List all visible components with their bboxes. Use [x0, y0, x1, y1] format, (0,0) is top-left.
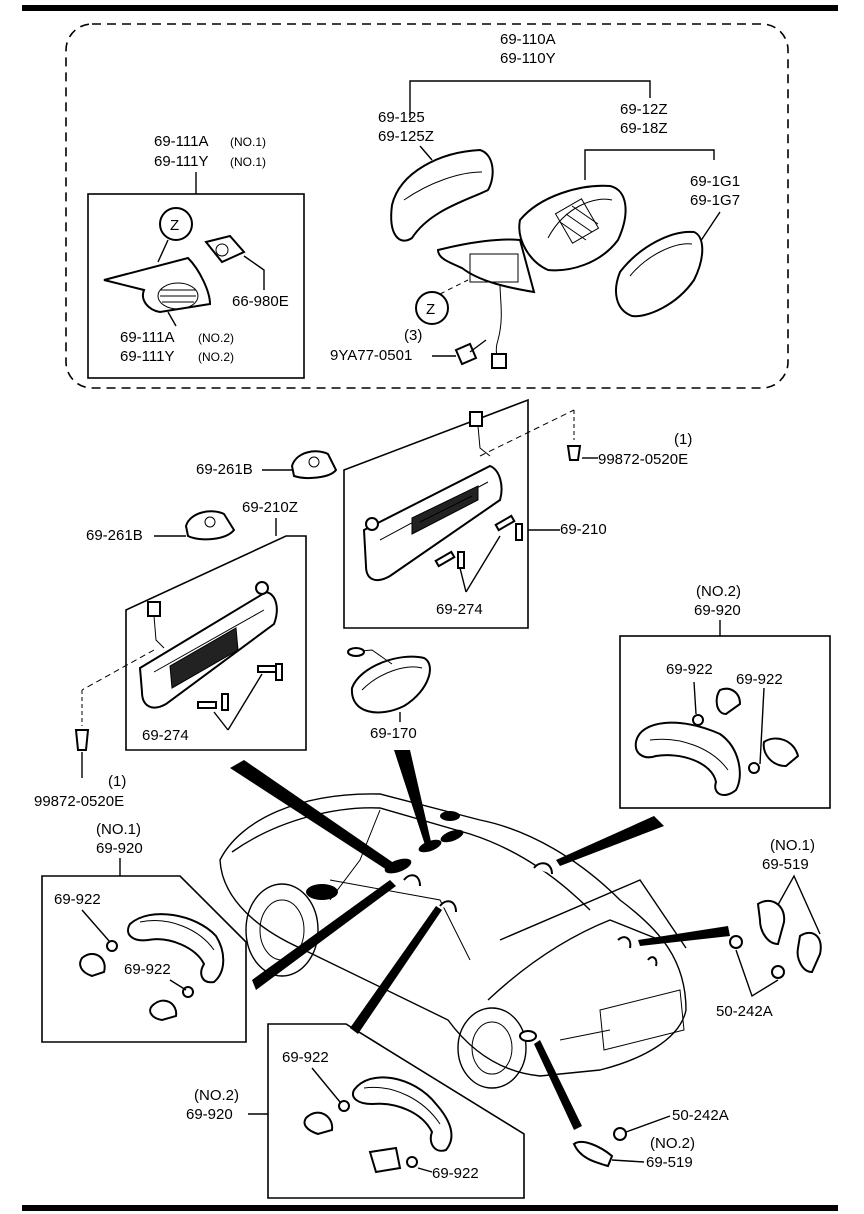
cap-b2b-part [368, 1146, 402, 1174]
screw-50-lower [771, 965, 785, 979]
label-cap-r2b: 69-922 [736, 671, 783, 688]
label-cap-l1b: 69-922 [124, 961, 171, 978]
inner-mirror-part [350, 655, 431, 714]
label-visor-screw-r: 99872-0520E [598, 451, 688, 468]
label-clip: 66-980E [232, 293, 289, 310]
detail-z-callout-left [159, 207, 193, 241]
label-grip-r2-tag: (NO.2) [696, 583, 741, 600]
hook-no2-part [572, 1140, 614, 1168]
visor-left-box [125, 535, 307, 751]
label-garnish-no2-a-tag: (NO.2) [198, 331, 234, 345]
label-bolt: 9YA77-0501 [330, 347, 412, 364]
label-hook-no1-tag: (NO.1) [770, 837, 815, 854]
label-visor-screw-l: 99872-0520E [34, 793, 124, 810]
label-garnish-no2-a: 69-111A [120, 329, 175, 346]
label-cap-r2a: 69-922 [666, 661, 713, 678]
car-wheel-front [245, 883, 319, 977]
label-cap-l1a: 69-922 [54, 891, 101, 908]
visor-screw-left [74, 729, 90, 751]
label-mirror-cover-1: 69-125 [378, 109, 425, 126]
label-cap-b2b: 69-922 [432, 1165, 479, 1182]
mirror-group-box [65, 23, 789, 389]
grip-b2-part [352, 1076, 453, 1152]
coat-hook-group: (NO.1) 69-519 50-242A 50-242A (NO.2) 69-… [572, 837, 822, 1171]
cap-l1a-part [79, 953, 106, 978]
grip-b2-box [267, 1023, 525, 1199]
label-screw-50b: 50-242A [672, 1107, 729, 1124]
cap-r2a-part [715, 687, 742, 716]
label-garnish-no1-a: 69-111A [154, 133, 209, 150]
detail-z-right-letter: Z [426, 301, 435, 318]
visor-holders: 69-261B 69-261B [86, 450, 338, 544]
inner-mirror-group: 69-170 [347, 647, 431, 742]
label-holder-upper: 69-261B [196, 461, 253, 478]
sun-visor-right-group: (1) 99872-0520E 69-274 69-210 [343, 398, 692, 629]
grip-l1-part [127, 913, 225, 984]
label-garnish-no1-a-tag: (NO.1) [230, 135, 266, 149]
assist-grip-right-group: (NO.2) 69-920 69-922 69-922 [619, 583, 831, 809]
label-hook-no2: 69-519 [646, 1154, 693, 1171]
label-bolt-qty: (3) [404, 327, 422, 344]
label-visor-screw-l-qty: (1) [108, 773, 126, 790]
mirror-glass-part [615, 230, 704, 318]
hook-no1-upper [756, 899, 786, 946]
assist-grip-bottom-group: (NO.2) 69-920 69-922 69-922 [186, 1023, 525, 1199]
label-inner-mirror: 69-170 [370, 725, 417, 742]
visor-right-box [343, 398, 529, 629]
holder-part-upper [290, 450, 338, 479]
screw-50-upper [729, 935, 743, 949]
detail-z-left-letter: Z [170, 217, 179, 234]
cap-r2b-part [762, 737, 800, 768]
grip-l1-box [41, 875, 247, 1043]
label-grip-l1: 69-920 [96, 840, 143, 857]
hook-no1-lower [796, 931, 822, 974]
grip-r2-part [634, 721, 741, 797]
assist-grip-left-group: (NO.1) 69-920 69-922 69-922 [41, 821, 247, 1043]
label-cap-b2a: 69-922 [282, 1049, 329, 1066]
label-mirror-assy-2: 69-110Y [500, 50, 556, 67]
label-hook-no2-tag: (NO.2) [650, 1135, 695, 1152]
visor-screw-right [566, 445, 582, 461]
label-mirror-assy-1: 69-110A [500, 31, 556, 48]
leader-wedges [230, 750, 730, 1130]
label-garnish-no1-y: 69-111Y [154, 153, 209, 170]
label-garnish-no2-y: 69-111Y [120, 348, 175, 365]
label-mirror-body-2: 69-18Z [620, 120, 668, 137]
cap-l1b-part [149, 999, 178, 1022]
car-body [219, 793, 687, 1077]
detail-z-callout-right [415, 291, 449, 325]
label-holder-lower: 69-261B [86, 527, 143, 544]
label-screw-50a: 50-242A [716, 1003, 773, 1020]
car-wheel-rear [457, 1007, 527, 1089]
label-mirror-glass-2: 69-1G7 [690, 192, 740, 209]
holder-part-lower [184, 510, 236, 541]
mirror-cover-part [390, 148, 494, 242]
label-visor-left: 69-210Z [242, 499, 298, 516]
bolt-part [454, 342, 478, 366]
cap-b2a-part [303, 1111, 334, 1136]
mirror-base-part [436, 238, 536, 294]
label-grip-l1-tag: (NO.1) [96, 821, 141, 838]
label-garnish-no1-y-tag: (NO.1) [230, 155, 266, 169]
label-pin-left: 69-274 [142, 727, 189, 744]
label-pin-right: 69-274 [436, 601, 483, 618]
label-garnish-no2-y-tag: (NO.2) [198, 350, 234, 364]
sun-visor-left-group: 69-210Z 69-274 (1) 99872-0520E [34, 499, 307, 810]
grip-r2-box [619, 635, 831, 809]
label-visor-screw-r-qty: (1) [674, 431, 692, 448]
label-hook-no1: 69-519 [762, 856, 809, 873]
label-visor-right: 69-210 [560, 521, 607, 538]
clip-part [204, 234, 246, 264]
screw-50-bottom [613, 1127, 627, 1141]
label-grip-b2: 69-920 [186, 1106, 233, 1123]
mirror-body-part [518, 184, 627, 272]
label-mirror-cover-2: 69-125Z [378, 128, 434, 145]
label-grip-b2-tag: (NO.2) [194, 1087, 239, 1104]
outside-mirror-group: 69-110A 69-110Y 69-125 69-125Z 69-12Z 69… [65, 23, 789, 389]
label-mirror-body-1: 69-12Z [620, 101, 668, 118]
label-mirror-glass-1: 69-1G1 [690, 173, 740, 190]
label-grip-r2: 69-920 [694, 602, 741, 619]
